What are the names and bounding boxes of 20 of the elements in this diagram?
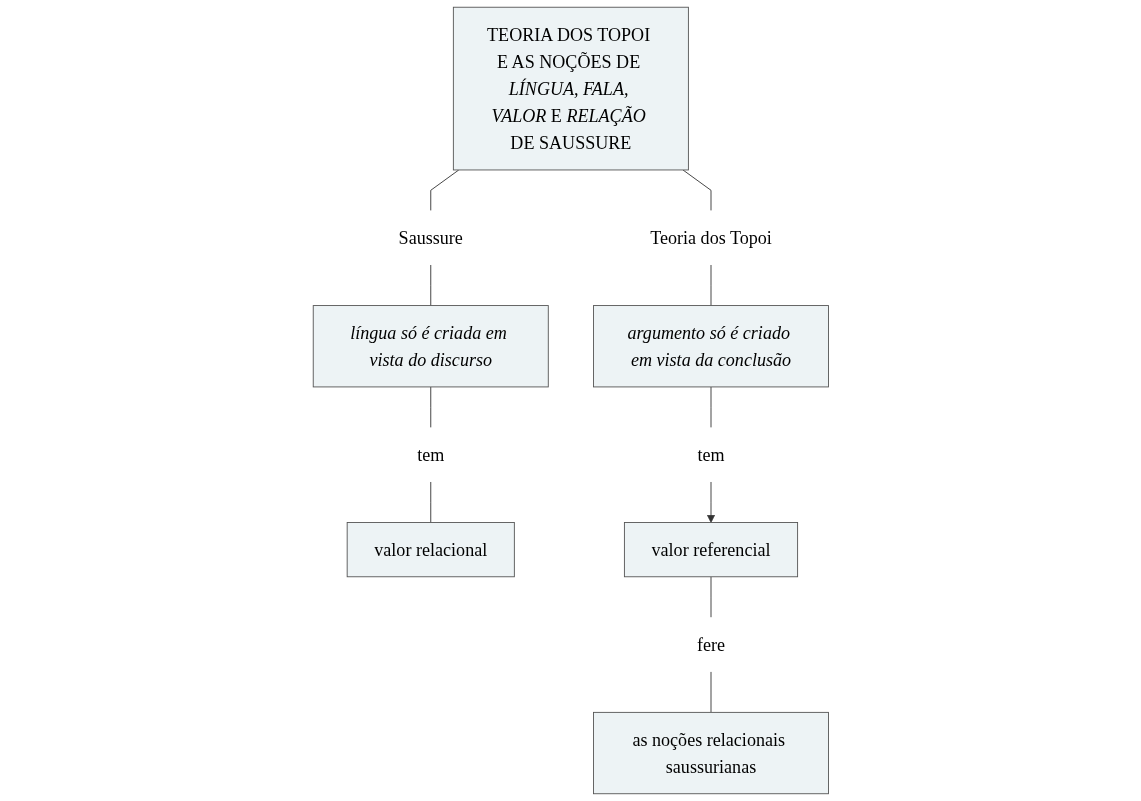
connector <box>429 481 431 523</box>
connector <box>429 264 431 307</box>
node-box: argumento só é criado em vista da conclusão <box>592 305 829 388</box>
connector <box>710 671 712 713</box>
node-text: tem <box>697 444 725 465</box>
node-box: valor referencial <box>623 522 798 578</box>
node-text: Teoria dos Topoi <box>649 227 772 248</box>
node-text: fere <box>696 634 725 655</box>
connector <box>710 386 712 429</box>
node-box: TEORIA DOS TOPOI E AS NOÇÕES DE LÍNGUA, FALA, VALOR E RELAÇÃO DE SAUSSURE <box>452 6 689 171</box>
connector <box>710 264 712 307</box>
node-box: língua só é criada em vista do discurso <box>312 305 549 388</box>
node-box: as noções relacionais saussurianas <box>592 711 829 795</box>
connector <box>429 169 459 212</box>
connector <box>710 576 712 618</box>
connector <box>429 386 431 429</box>
node-text: Saussure <box>398 227 463 248</box>
connector <box>682 169 712 212</box>
node-box: valor relacional <box>346 522 515 578</box>
node-text: tem <box>416 444 444 465</box>
